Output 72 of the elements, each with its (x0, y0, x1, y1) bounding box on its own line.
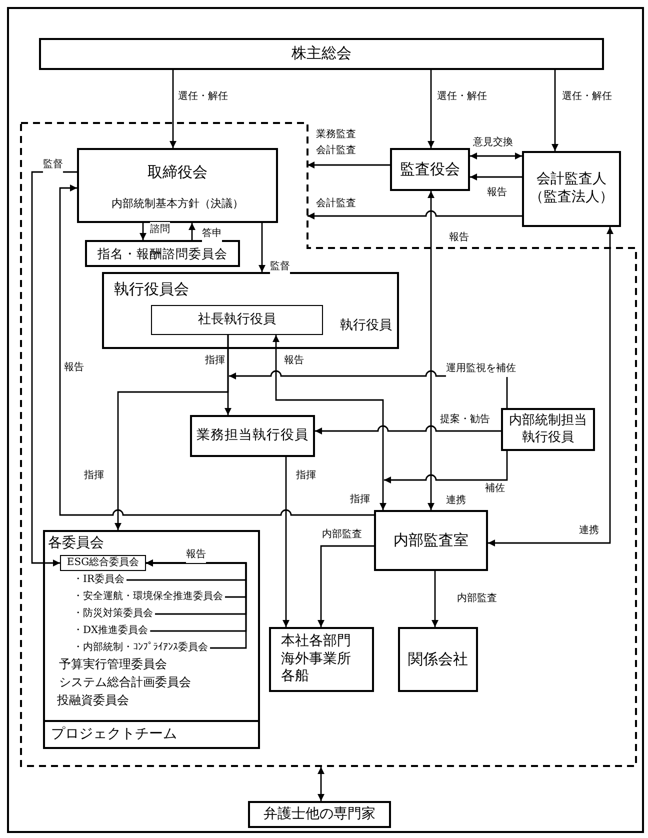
box-text: 海外事業所 (281, 650, 351, 668)
committee-item: ・IR委員会 (73, 574, 124, 586)
box-text: 予算実行管理委員会 (59, 657, 167, 672)
org-box (269, 627, 374, 692)
arrow (552, 70, 558, 151)
box-label: 執行役員会 (114, 280, 189, 300)
committee-item: ・内部統制・ｺﾝﾌﾟﾗｲｱﾝｽ委員会 (73, 642, 208, 654)
box-label: 株主総会 (292, 44, 352, 64)
arrow (308, 162, 390, 168)
arrow (432, 571, 438, 627)
edge-label: 答申 (202, 226, 222, 242)
arrow (188, 223, 196, 240)
box-label: 指名・報酬諮問委員会 (98, 246, 228, 262)
org-box (43, 720, 260, 749)
box-label: 弁護士他の専門家 (264, 806, 376, 824)
box-label: 社長執行役員 (198, 312, 276, 328)
arrow (384, 451, 508, 484)
arrow (170, 70, 176, 148)
org-box (390, 148, 470, 191)
box-label: 各委員会 (48, 535, 104, 553)
box-label: ESG総合委員会 (66, 556, 140, 570)
committee-item: ・防災対策委員会 (73, 608, 153, 620)
org-box (77, 148, 278, 223)
box-label: 関係会社 (408, 650, 468, 670)
org-box (102, 272, 399, 349)
org-box (501, 408, 595, 451)
org-box (522, 151, 621, 227)
box-text: 各船 (281, 668, 309, 686)
edge-label: 報告 (186, 547, 206, 563)
edge-label: 運用監視を補佐 (446, 361, 516, 377)
org-box (151, 305, 323, 335)
arrow (282, 457, 290, 627)
arrow (31, 171, 77, 566)
box-text: 投融資委員会 (57, 693, 129, 708)
committee-item: ・DX推進委員会 (73, 625, 148, 637)
box-text: 内部統制基本方針（決議） (110, 197, 244, 212)
arrow (318, 545, 374, 627)
arrow (470, 152, 522, 160)
box-label: プロジェクトチーム (51, 726, 177, 744)
org-box (85, 240, 240, 267)
org-box (248, 801, 391, 828)
arrow (59, 184, 374, 516)
committee-item: ・安全運航・環境保全推進委員会 (73, 591, 223, 603)
org-box (374, 510, 488, 571)
arrow (315, 425, 501, 434)
box-label: 内部統制担当執行役員 (508, 412, 588, 446)
edge-label: 監督 (43, 157, 63, 173)
org-box (398, 627, 478, 692)
org-box (190, 415, 315, 457)
arrow (488, 227, 614, 546)
arrow (470, 174, 522, 180)
box-label: 業務担当執行役員 (196, 427, 308, 445)
box-label: 本社各部門 (281, 632, 351, 651)
arrow (428, 70, 434, 148)
arrow (140, 223, 146, 240)
edge-label: 監督 (270, 259, 290, 275)
arrow (272, 335, 386, 510)
box-label: 内部監査室 (394, 530, 468, 550)
dashed-boundary (20, 122, 637, 767)
arrow (318, 767, 324, 801)
box-label: 監査役会 (400, 160, 460, 180)
box-text: 執行役員 (340, 318, 392, 335)
org-box (39, 38, 604, 70)
org-box (60, 555, 146, 571)
arrow (114, 335, 229, 530)
arrow (428, 191, 434, 510)
box-label: 会計監査人（監査法人） (528, 171, 614, 207)
arrow (258, 223, 266, 272)
arrow (146, 560, 247, 649)
box-text: システム総合計画委員会 (59, 675, 191, 690)
arrow (308, 210, 522, 220)
box-label: 取締役会 (146, 163, 208, 182)
